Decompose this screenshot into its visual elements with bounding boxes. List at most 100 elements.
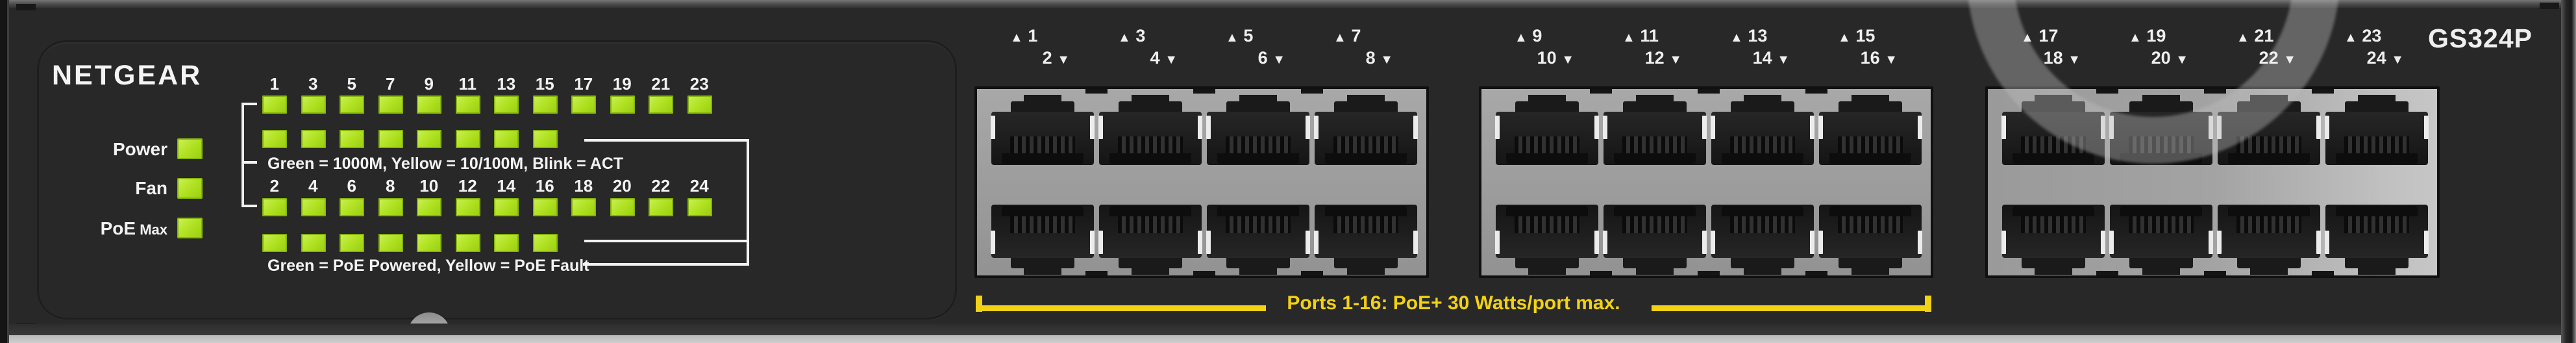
rj45-tab-slot-outer xyxy=(2129,258,2193,268)
rj45-tab-slot-outer xyxy=(1011,258,1074,268)
rj45-tab-slot-outer xyxy=(1839,258,1902,268)
rj45-cavity xyxy=(2325,112,2429,165)
port-up-arrow-icon: ▲ xyxy=(1622,31,1635,45)
rj45-tab-slot-outer xyxy=(1515,101,1579,112)
rj45-contact-left xyxy=(1711,231,1715,254)
port-pair-label-19-20: ▲ 19 20 ▼ xyxy=(2127,26,2190,70)
port-number: 13 xyxy=(1748,26,1768,45)
port-down-arrow-icon: ▼ xyxy=(1165,53,1178,67)
rj45-cavity xyxy=(1206,112,1310,165)
port-up-arrow-icon: ▲ xyxy=(1226,31,1239,45)
rj45-cavity xyxy=(991,205,1095,258)
rj45-contact-left xyxy=(1818,116,1823,139)
port-number: 11 xyxy=(1640,26,1659,45)
rj45-port xyxy=(1495,95,1599,165)
rj45-tab-slot xyxy=(1744,268,1781,275)
rj45-opening xyxy=(2336,153,2418,164)
port-pair-label-1-2: ▲ 1 2 ▼ xyxy=(1009,26,1071,70)
rj45-port xyxy=(2325,95,2429,165)
led-indicator xyxy=(494,95,519,114)
rj45-contact-right xyxy=(2424,116,2429,139)
rj45-opening xyxy=(1002,206,1084,216)
rj45-cavity xyxy=(1495,112,1599,165)
brand-logo: NETGEAR xyxy=(52,60,203,91)
port-up-arrow-icon: ▲ xyxy=(2021,31,2034,45)
bank-notch xyxy=(1698,89,1720,94)
port-down-arrow-icon: ▼ xyxy=(1272,53,1285,67)
port-up-arrow-icon: ▲ xyxy=(1333,31,1346,45)
rj45-pins xyxy=(2021,216,2086,233)
port-number: 5 xyxy=(1243,26,1254,45)
led-indicator xyxy=(262,95,287,114)
link-legend-bracket-tick-middle xyxy=(242,161,257,164)
power-led xyxy=(177,138,203,159)
rj45-contact-left xyxy=(2325,116,2329,139)
port-up-arrow-icon: ▲ xyxy=(2236,31,2249,45)
port-number-label: 23 xyxy=(689,74,709,94)
bank-notch xyxy=(2204,271,2226,275)
port-down-arrow-icon: ▼ xyxy=(1669,53,1682,67)
rj45-opening xyxy=(1829,206,1911,216)
led-indicator xyxy=(301,234,326,252)
rj45-port xyxy=(1603,95,1707,165)
port-number-label: 10 xyxy=(419,176,439,196)
rj45-tab-slot-outer xyxy=(1623,101,1687,112)
led-indicator xyxy=(532,198,558,216)
rj45-port xyxy=(1314,95,1418,165)
rj45-tab-slot xyxy=(1132,95,1169,101)
rj45-opening xyxy=(1325,153,1407,164)
rj45-contact-left xyxy=(991,231,995,254)
rj45-port xyxy=(991,95,1095,165)
rj45-contact-right xyxy=(1090,231,1095,254)
rj45-contact-left xyxy=(1603,116,1607,139)
rj45-pins xyxy=(1838,136,1903,153)
rj45-contact-right xyxy=(2101,231,2105,254)
led-indicator xyxy=(455,95,480,114)
link-legend-bracket-tick-top xyxy=(242,103,257,105)
rj45-port xyxy=(1711,95,1814,165)
rj45-opening xyxy=(2336,206,2418,216)
rj45-opening xyxy=(1722,206,1803,216)
rj45-tab-slot-outer xyxy=(1334,101,1398,112)
rj45-tab-slot xyxy=(1024,95,1061,101)
power-led-label: Power xyxy=(112,139,167,159)
poe-callout-line-left xyxy=(982,305,1266,311)
led-indicator xyxy=(532,95,558,114)
rj45-tab-slot xyxy=(1744,95,1781,101)
port-number-label: 16 xyxy=(535,176,554,196)
port-number: 19 xyxy=(2146,26,2166,45)
led-indicator xyxy=(340,95,364,114)
rj45-tab-slot xyxy=(2358,95,2396,101)
rj45-cavity xyxy=(1314,112,1418,165)
poe-max-led xyxy=(177,218,203,238)
rj45-tab-slot-outer xyxy=(1731,258,1794,268)
rj45-port xyxy=(1098,95,1202,165)
model-number: GS324P xyxy=(2428,23,2533,53)
rj45-opening xyxy=(1614,206,1696,216)
port-number: 15 xyxy=(1855,26,1876,45)
rj45-port xyxy=(1818,205,1922,275)
rj45-tab-slot-outer xyxy=(2022,258,2085,268)
bank-notch xyxy=(1805,271,1827,275)
rj45-tab-slot xyxy=(1347,95,1385,101)
bank-notch xyxy=(1590,271,1612,275)
port-down-arrow-icon: ▼ xyxy=(1057,53,1070,67)
rj45-tab-slot-outer xyxy=(1623,258,1687,268)
port-down-arrow-icon: ▼ xyxy=(1777,53,1790,67)
port-number: 24 xyxy=(2366,48,2386,68)
led-indicator xyxy=(378,130,403,148)
rj45-opening xyxy=(2120,206,2202,216)
led-indicator xyxy=(262,198,287,216)
led-indicator xyxy=(262,130,287,148)
fan-led-label: Fan xyxy=(135,178,167,198)
port-pair-label-5-6: ▲ 5 6 ▼ xyxy=(1224,26,1287,70)
rj45-tab-slot xyxy=(1852,268,1889,275)
led-indicator xyxy=(301,198,326,216)
rj45-cavity xyxy=(1603,205,1707,258)
bank-notch xyxy=(1193,271,1215,275)
port-up-arrow-icon: ▲ xyxy=(1515,31,1528,45)
rj45-port xyxy=(2325,205,2429,275)
surface-strip xyxy=(7,335,2561,343)
rj45-tab-slot-outer xyxy=(1334,258,1398,268)
chassis-top-edge xyxy=(6,0,2563,8)
